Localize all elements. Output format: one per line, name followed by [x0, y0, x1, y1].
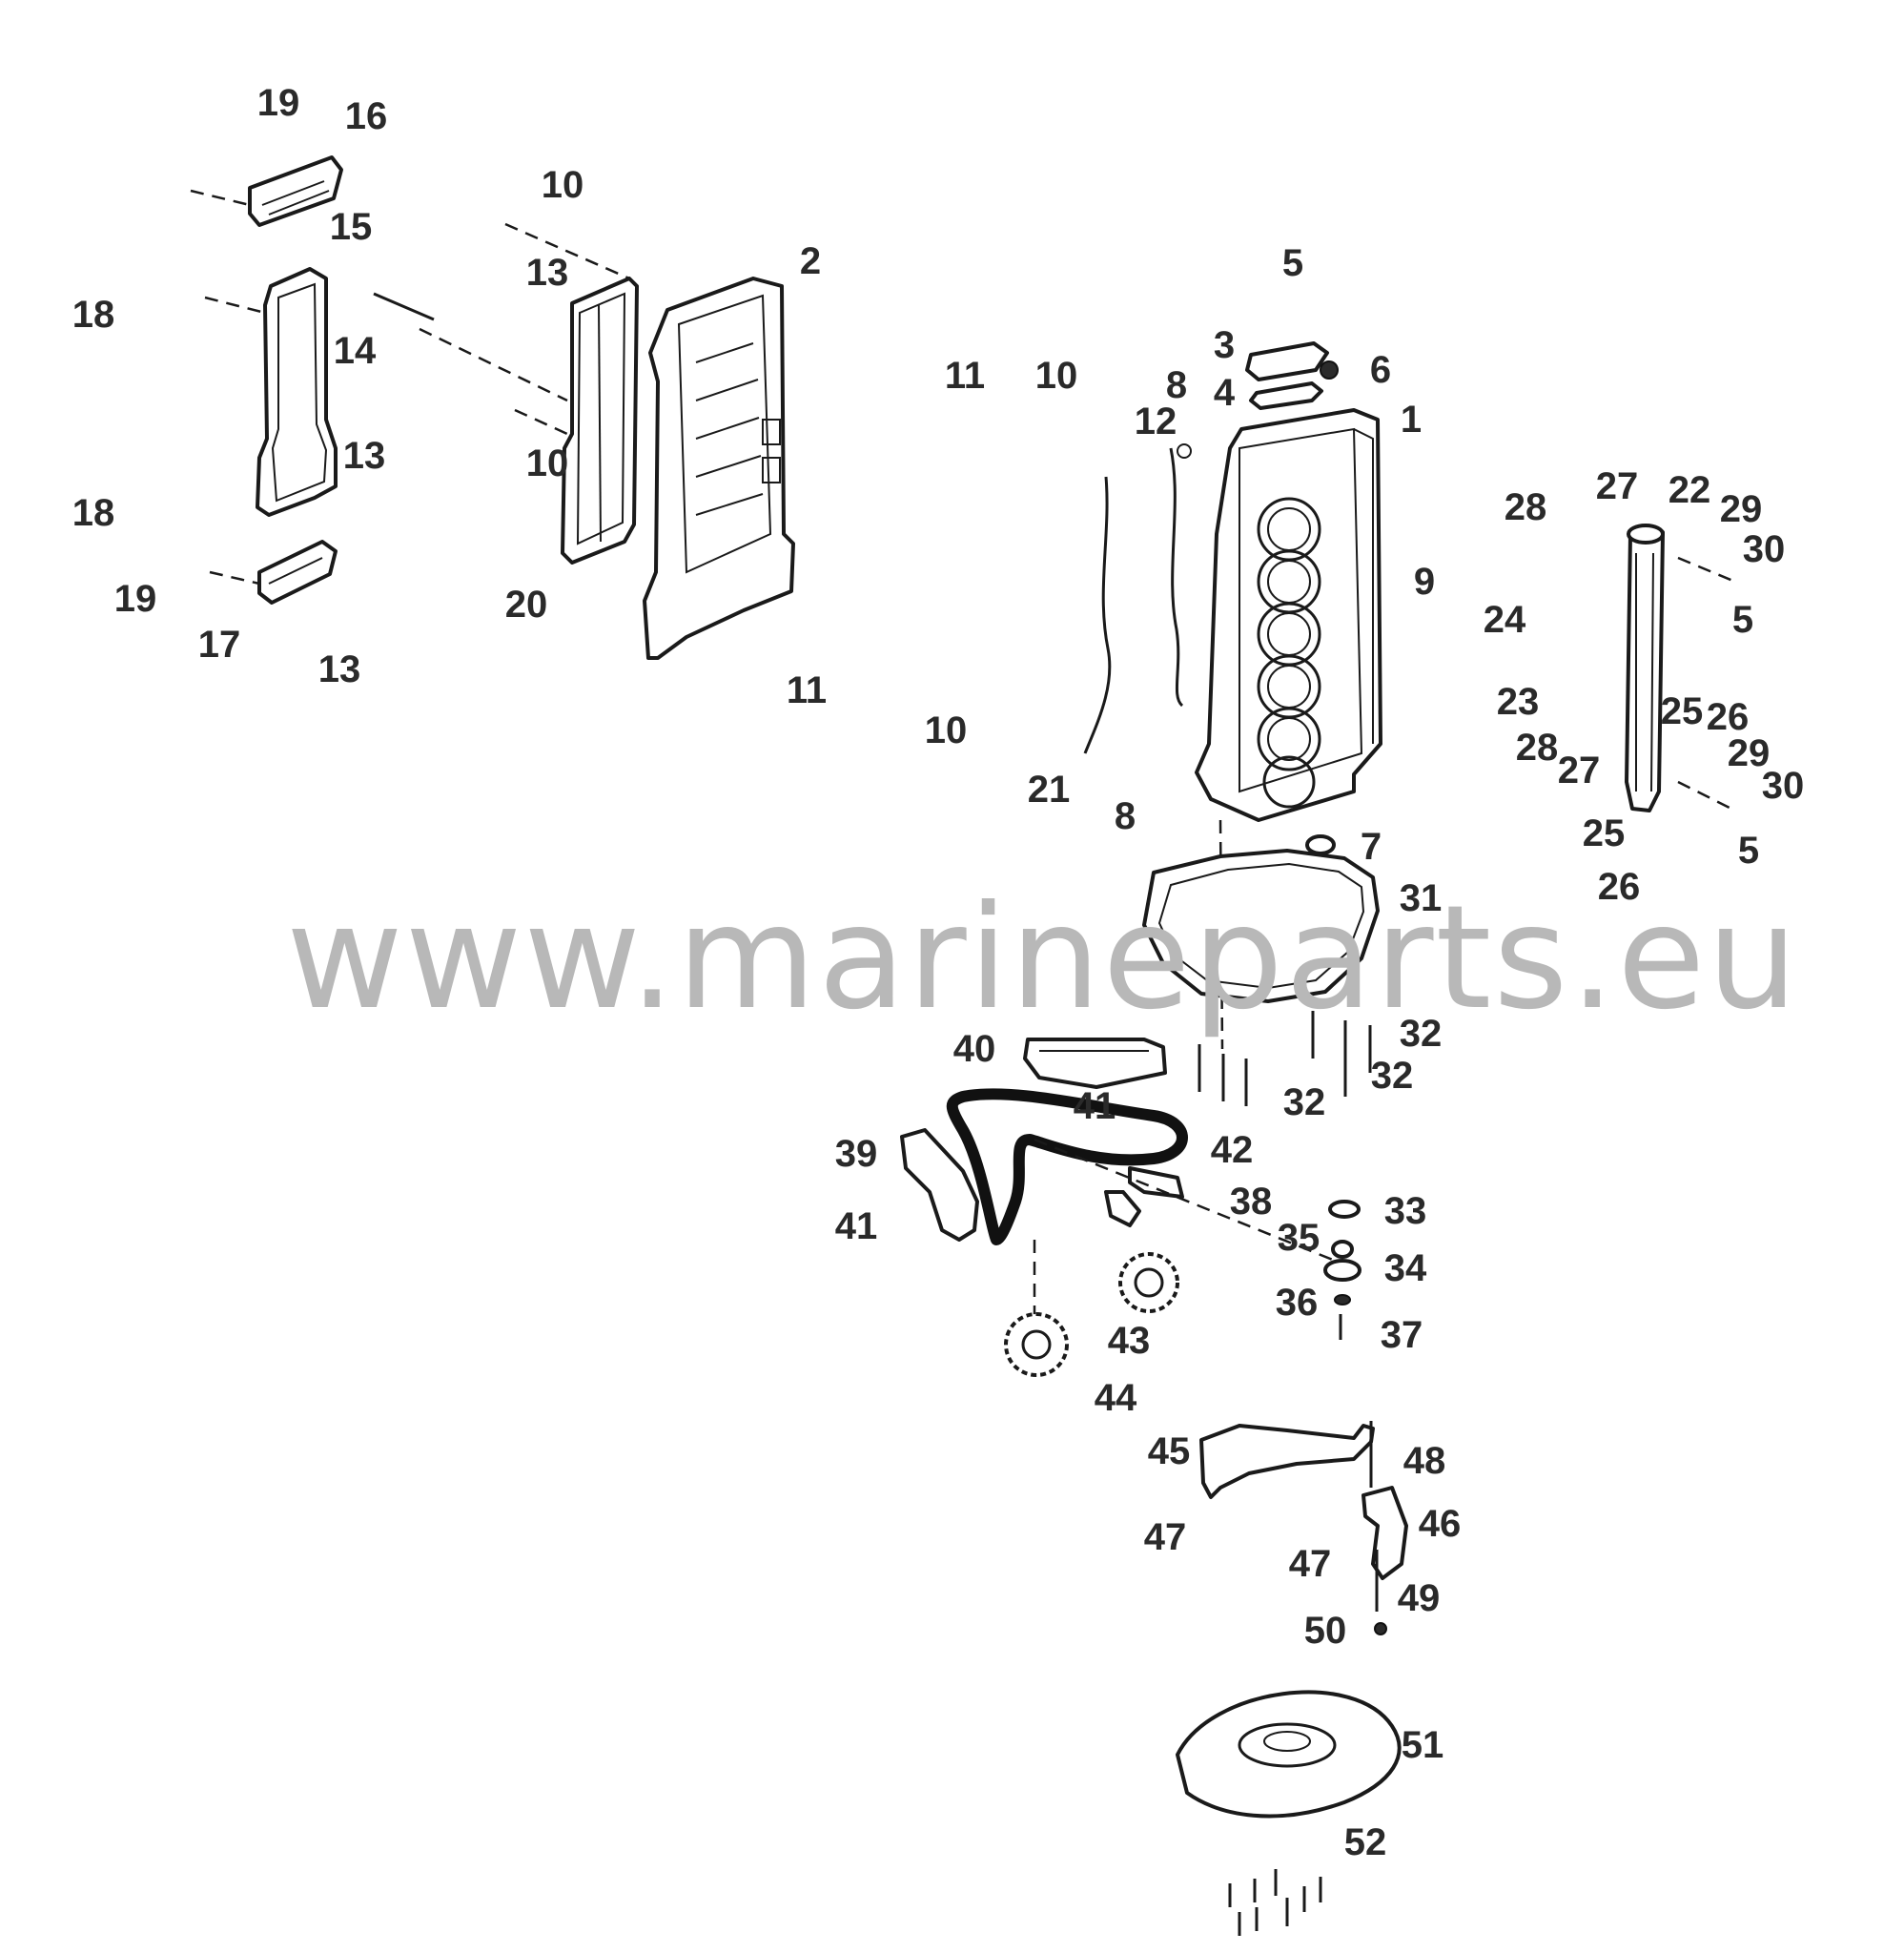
- part-17-cover: [257, 540, 338, 605]
- callout-13: 13: [342, 435, 386, 477]
- callout-37: 37: [1380, 1314, 1423, 1356]
- callout-13: 13: [525, 252, 569, 294]
- callout-7: 7: [1360, 826, 1382, 868]
- callout-11: 11: [944, 355, 986, 397]
- part-45-cover: [1199, 1424, 1375, 1499]
- callout-47: 47: [1288, 1543, 1332, 1585]
- callout-25: 25: [1582, 812, 1626, 854]
- callout-32: 32: [1282, 1081, 1326, 1123]
- callout-10: 10: [1034, 355, 1078, 397]
- callout-47: 47: [1143, 1516, 1187, 1558]
- callout-1: 1: [1400, 399, 1423, 441]
- callout-5: 5: [1737, 830, 1760, 872]
- part-21-gasket: [1083, 476, 1112, 754]
- callout-24: 24: [1483, 599, 1526, 641]
- part-7-plug: [1305, 834, 1336, 855]
- callout-8: 8: [1114, 795, 1136, 837]
- callout-2: 2: [799, 240, 822, 282]
- callout-32: 32: [1370, 1055, 1414, 1097]
- callout-26: 26: [1706, 696, 1750, 738]
- callout-21: 21: [1027, 769, 1071, 811]
- callout-17: 17: [197, 624, 241, 666]
- part-1-engine-block: [1195, 408, 1382, 822]
- part-2-cylinder-head: [643, 277, 795, 660]
- callout-13: 13: [317, 648, 361, 690]
- callout-28: 28: [1504, 486, 1547, 528]
- part-38-guide: [1128, 1166, 1184, 1199]
- callout-41: 41: [834, 1205, 878, 1247]
- callout-6: 6: [1369, 349, 1392, 391]
- callout-38: 38: [1229, 1181, 1273, 1223]
- callout-50: 50: [1303, 1610, 1347, 1652]
- callout-32: 32: [1399, 1013, 1443, 1055]
- callout-16: 16: [344, 95, 388, 137]
- callout-5: 5: [1281, 242, 1304, 284]
- callout-19: 19: [256, 82, 300, 124]
- part-40-guide: [1023, 1038, 1167, 1089]
- callout-35: 35: [1277, 1217, 1321, 1259]
- part-22-rail: [1625, 524, 1665, 812]
- callout-15: 15: [329, 206, 373, 248]
- part-34-idler: [1323, 1259, 1361, 1282]
- callout-30: 30: [1742, 528, 1786, 570]
- callout-9: 9: [1413, 561, 1436, 603]
- callout-3: 3: [1213, 324, 1236, 366]
- callout-29: 29: [1719, 488, 1763, 530]
- callout-27: 27: [1595, 465, 1639, 507]
- callout-43: 43: [1107, 1320, 1151, 1362]
- part-6-plug: [1320, 360, 1339, 380]
- callout-10: 10: [525, 442, 569, 484]
- callout-29: 29: [1727, 732, 1771, 774]
- part-3-cap: [1245, 341, 1329, 381]
- callout-46: 46: [1418, 1503, 1462, 1545]
- callout-31: 31: [1399, 877, 1443, 919]
- callout-28: 28: [1515, 727, 1559, 769]
- part-39-tensioner: [900, 1128, 979, 1242]
- callout-25: 25: [1660, 690, 1704, 732]
- callout-8: 8: [1165, 364, 1188, 406]
- part-4-gasket: [1249, 381, 1323, 410]
- callout-40: 40: [952, 1028, 996, 1070]
- part-46-cover: [1361, 1486, 1408, 1580]
- callout-20: 20: [504, 584, 548, 626]
- cylinder-bores: [1257, 497, 1321, 809]
- callout-36: 36: [1275, 1282, 1319, 1324]
- part-32-bolts: [1198, 1011, 1372, 1106]
- callout-33: 33: [1383, 1190, 1427, 1232]
- callout-4: 4: [1213, 372, 1236, 414]
- callout-27: 27: [1557, 750, 1601, 791]
- callout-10: 10: [541, 164, 584, 206]
- callout-42: 42: [1210, 1129, 1254, 1171]
- callout-44: 44: [1094, 1377, 1137, 1419]
- callout-45: 45: [1147, 1430, 1191, 1472]
- part-42-chain: [946, 1088, 1188, 1245]
- callout-12: 12: [1134, 401, 1177, 442]
- callout-26: 26: [1597, 866, 1641, 908]
- callout-48: 48: [1402, 1440, 1446, 1482]
- callout-51: 51: [1401, 1724, 1444, 1766]
- callout-30: 30: [1761, 765, 1805, 807]
- callout-14: 14: [333, 330, 377, 372]
- callout-52: 52: [1343, 1821, 1387, 1863]
- part-52-bolts: [1228, 1869, 1322, 1936]
- callout-18: 18: [72, 492, 115, 534]
- callout-23: 23: [1496, 681, 1540, 723]
- part-51-flywheel: [1176, 1690, 1402, 1819]
- callout-49: 49: [1397, 1577, 1441, 1619]
- callout-10: 10: [924, 709, 968, 751]
- callout-5: 5: [1731, 599, 1754, 641]
- callout-39: 39: [834, 1133, 878, 1175]
- callout-11: 11: [786, 669, 828, 711]
- callout-41: 41: [1073, 1085, 1116, 1127]
- part-31-gasket: [1142, 849, 1380, 1003]
- callout-34: 34: [1383, 1247, 1427, 1289]
- callout-19: 19: [113, 578, 157, 620]
- part-43-gears: [1004, 1252, 1179, 1377]
- callout-18: 18: [72, 294, 115, 336]
- callout-22: 22: [1668, 469, 1711, 511]
